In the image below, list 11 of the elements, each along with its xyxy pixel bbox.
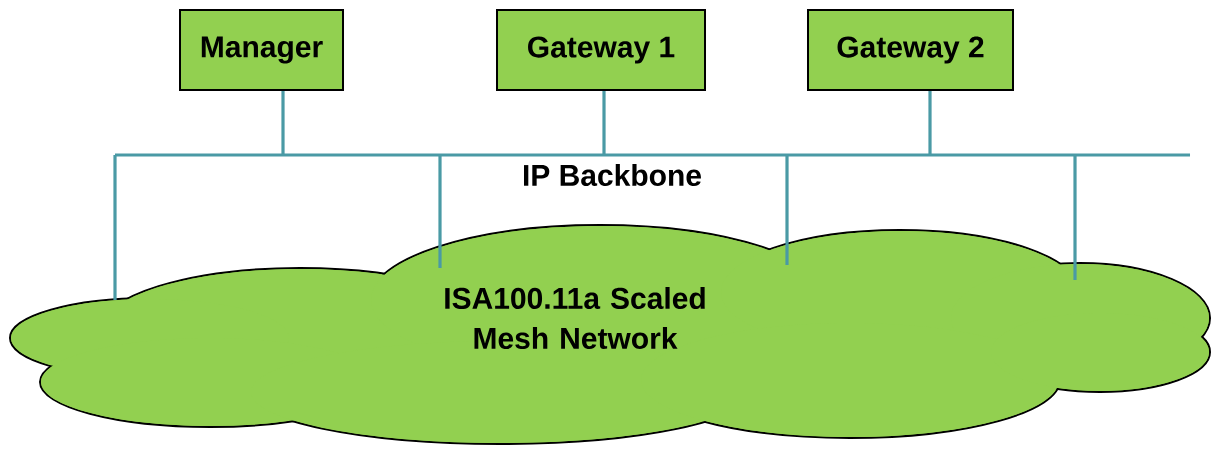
connector-line <box>281 91 285 155</box>
connector-line <box>928 91 932 155</box>
connector-line <box>602 91 606 155</box>
connector-line <box>785 155 789 265</box>
device-box: Gateway 2 <box>807 9 1014 91</box>
connector-line <box>113 155 117 300</box>
device-box: Manager <box>179 9 344 91</box>
connector-line <box>438 155 442 268</box>
backbone-label: IP Backbone <box>524 164 701 186</box>
device-box: Gateway 1 <box>496 9 706 91</box>
connector-line <box>1073 155 1077 280</box>
